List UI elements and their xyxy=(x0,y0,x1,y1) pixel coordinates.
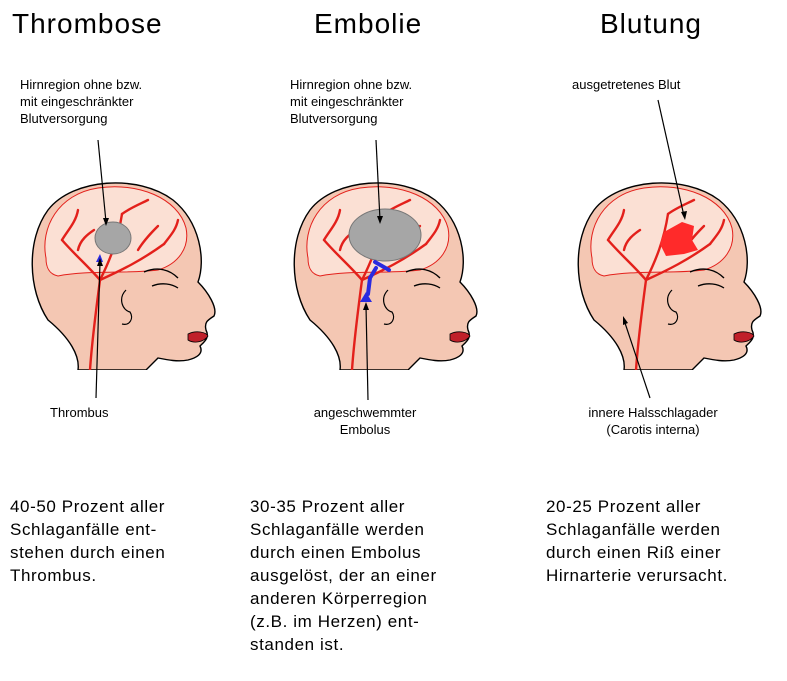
description-embolie: 30-35 Prozent aller Schlaganfälle werden… xyxy=(250,495,437,656)
description-thrombose: 40-50 Prozent aller Schlaganfälle ent- s… xyxy=(10,495,165,587)
column-embolie: Embolie Hirnregion ohne bzw. mit eingesc… xyxy=(262,0,524,681)
column-thrombose: Thrombose Hirnregion ohne bzw. mit einge… xyxy=(0,0,262,681)
description-blutung: 20-25 Prozent aller Schlaganfälle werden… xyxy=(546,495,728,587)
column-blutung: Blutung ausgetretenes Blut innere Halssc… xyxy=(524,0,786,681)
